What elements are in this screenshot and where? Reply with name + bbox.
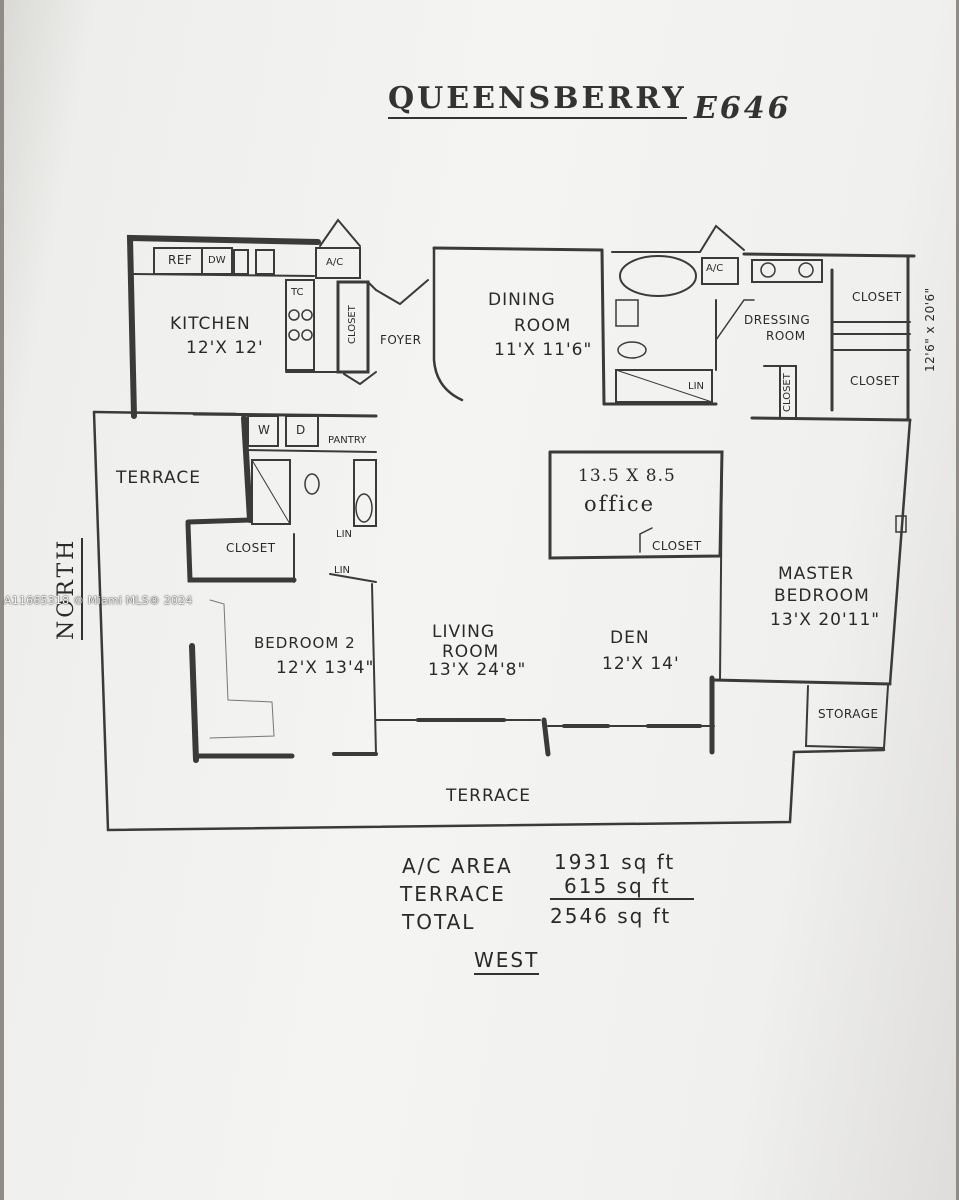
den-size: 12'X 14' <box>602 654 680 674</box>
tc-label: TC <box>291 287 304 298</box>
ac-label-kitchen: A/C <box>326 257 344 268</box>
office-size: 13.5 X 8.5 <box>578 466 676 486</box>
washer-label: W <box>258 423 271 437</box>
terrace-outer-wall <box>92 410 886 832</box>
master-bedroom-label: BEDROOM <box>774 586 870 606</box>
ac-label-bath: A/C <box>706 263 724 274</box>
master-label: MASTER <box>778 564 855 584</box>
bedroom2-wall <box>185 521 297 583</box>
mls-watermark: A11665318 © Miami MLS® 2024 <box>4 594 193 607</box>
area-label-ac: A/C AREA <box>402 854 513 878</box>
bedroom2-label: BEDROOM 2 <box>254 634 356 652</box>
dressing-label: DRESSING <box>744 313 811 327</box>
master-closet-side: CLOSET <box>782 373 793 412</box>
dw-label: DW <box>208 255 226 266</box>
foyer-label: FOYER <box>380 333 422 347</box>
master-closet-dims: 12'6" x 20'6" <box>923 287 937 372</box>
lin-label-hall: LIN <box>334 565 351 576</box>
living-label: LIVING <box>432 622 496 642</box>
living-room-label: ROOM <box>442 642 500 662</box>
office-label: office <box>584 492 656 516</box>
master-closet-top: CLOSET <box>852 290 902 304</box>
floor-plan-drawing <box>92 218 916 832</box>
dressing-room-label: ROOM <box>766 329 806 343</box>
unit-number: E646 <box>694 91 792 126</box>
kitchen-label: KITCHEN <box>170 314 251 334</box>
living-size: 13'X 24'8" <box>428 660 527 680</box>
area-value-total: 2546 sq ft <box>550 904 672 928</box>
dining-wall <box>432 246 604 252</box>
master-closet-bottom: CLOSET <box>850 374 900 388</box>
pantry-label: PANTRY <box>328 435 367 446</box>
den-label: DEN <box>610 628 650 648</box>
kitchen-closet-label: CLOSET <box>347 305 358 344</box>
terrace-north-label: TERRACE <box>116 468 202 488</box>
bedroom2-size: 12'X 13'4" <box>276 658 375 678</box>
ref-label: REF <box>168 253 193 267</box>
area-label-total: TOTAL <box>402 910 476 934</box>
terrace-west-label: TERRACE <box>446 786 532 806</box>
kitchen-size: 12'X 12' <box>186 338 264 358</box>
lin-label-bath: LIN <box>688 381 705 392</box>
lin-label-bath2: LIN <box>336 529 353 540</box>
area-value-terrace: 615 sq ft <box>564 874 671 898</box>
office-closet-label: CLOSET <box>652 539 702 553</box>
dining-room-label: ROOM <box>514 316 572 336</box>
dryer-label: D <box>296 423 306 437</box>
plan-title: QUEENSBERRY <box>388 84 687 119</box>
west-label: WEST <box>474 950 540 975</box>
kitchen-wall <box>126 234 321 419</box>
master-size: 13'X 20'11" <box>770 610 881 630</box>
area-label-terrace: TERRACE <box>400 882 506 906</box>
paper-sheet: QUEENSBERRY E646 NORTH KITCHEN 12'X 12' … <box>4 0 956 1200</box>
dining-label: DINING <box>488 290 556 310</box>
bedroom2-closet-label: CLOSET <box>226 541 276 555</box>
dining-size: 11'X 11'6" <box>494 340 593 360</box>
storage-label: STORAGE <box>818 707 879 721</box>
office-wall <box>548 450 724 560</box>
north-label: NORTH <box>54 537 83 640</box>
area-total-rule <box>550 898 694 900</box>
area-value-ac: 1931 sq ft <box>554 850 676 874</box>
